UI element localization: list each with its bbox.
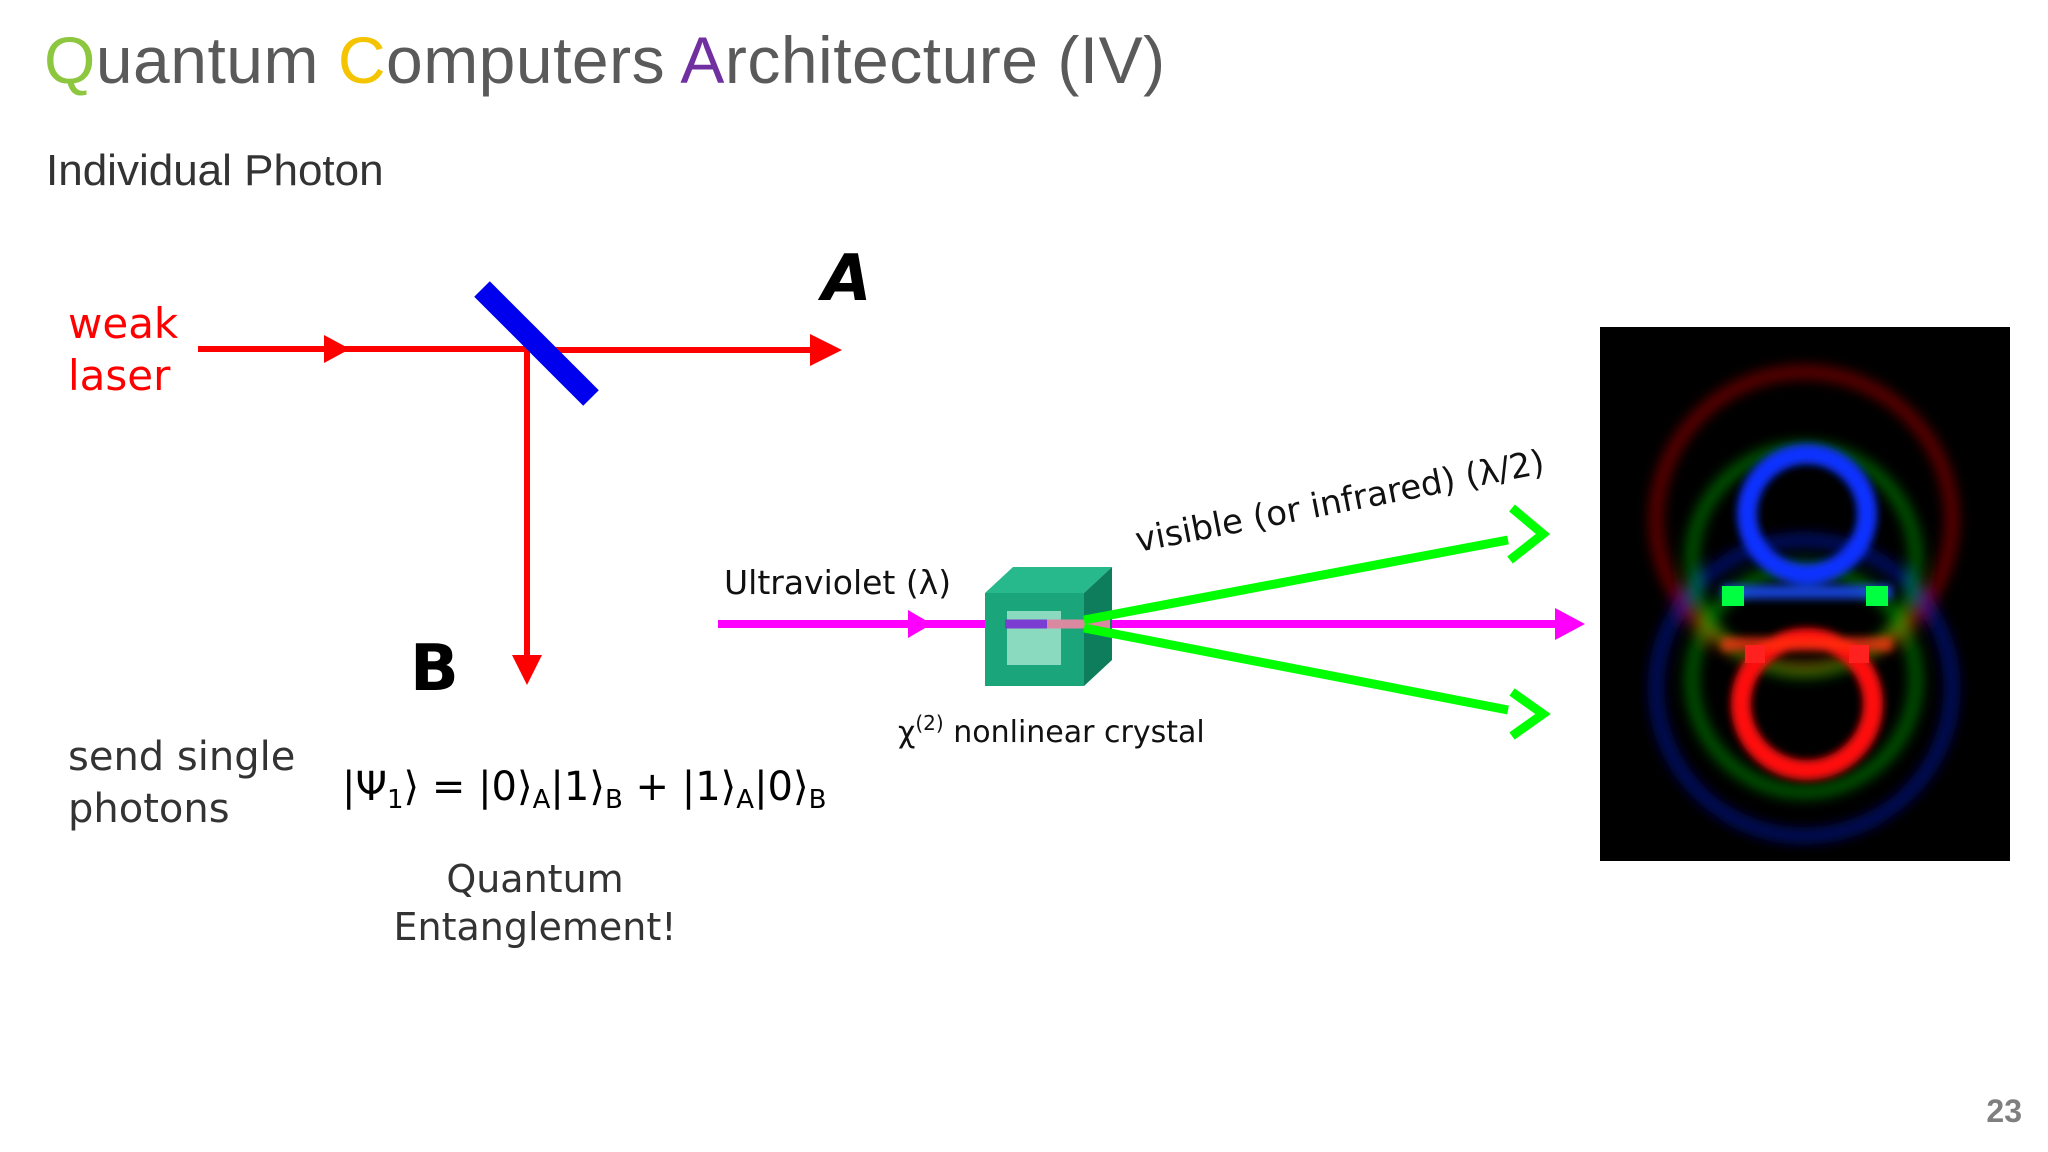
weak-laser-label-line2: laser	[68, 351, 171, 400]
pump-beam-end-arrow-head	[1555, 608, 1585, 640]
down-conversion-rings-image	[1600, 327, 2010, 861]
output-a-label: A	[817, 242, 872, 316]
lower-photon-beam	[1083, 623, 1509, 715]
title-text-computers: omputers	[386, 23, 681, 97]
send-photons-label-line2: photons	[68, 786, 230, 832]
title-initial-c: C	[337, 23, 386, 97]
slide-subtitle: Individual Photon	[46, 146, 384, 195]
beam-splitter-diagram: weak laser A B send single photons |Ψ1⟩ …	[68, 242, 872, 949]
entangled-state-equation: |Ψ1⟩ = |0⟩A|1⟩B + |1⟩A|0⟩B	[342, 764, 826, 815]
nonlinear-crystal	[985, 567, 1112, 686]
spdc-diagram: Ultraviolet (λ) visible (or infrared) (λ…	[718, 442, 1585, 750]
title-text-quantum: uantum	[95, 23, 338, 97]
output-b-label: B	[410, 632, 459, 706]
upper-photon-beam	[1083, 535, 1509, 625]
page-number: 23	[1986, 1093, 2022, 1129]
slide-title: Quantum Computers Architecture (IV)	[44, 22, 1166, 98]
entanglement-label-line1: Quantum	[446, 857, 623, 901]
beam-splitter-mirror	[474, 281, 599, 406]
weak-laser-label-line1: weak	[68, 299, 179, 348]
output-a-arrow-head	[810, 334, 842, 366]
lower-photon-arrow-head	[1509, 688, 1551, 740]
laser-beam-arrow-head	[324, 335, 350, 363]
title-text-architecture: rchitecture (IV)	[724, 23, 1166, 97]
title-initial-a: A	[680, 23, 725, 97]
title-initial-q: Q	[44, 23, 96, 97]
send-photons-label-line1: send single	[68, 734, 295, 780]
entanglement-label-line2: Entanglement!	[393, 905, 676, 949]
pump-beam-arrow-head	[908, 610, 932, 638]
output-b-arrow-head	[512, 655, 542, 685]
nonlinear-crystal-label: χ(2) nonlinear crystal	[898, 711, 1205, 750]
ultraviolet-label: Ultraviolet (λ)	[724, 563, 951, 602]
upper-photon-arrow-head	[1507, 504, 1551, 564]
